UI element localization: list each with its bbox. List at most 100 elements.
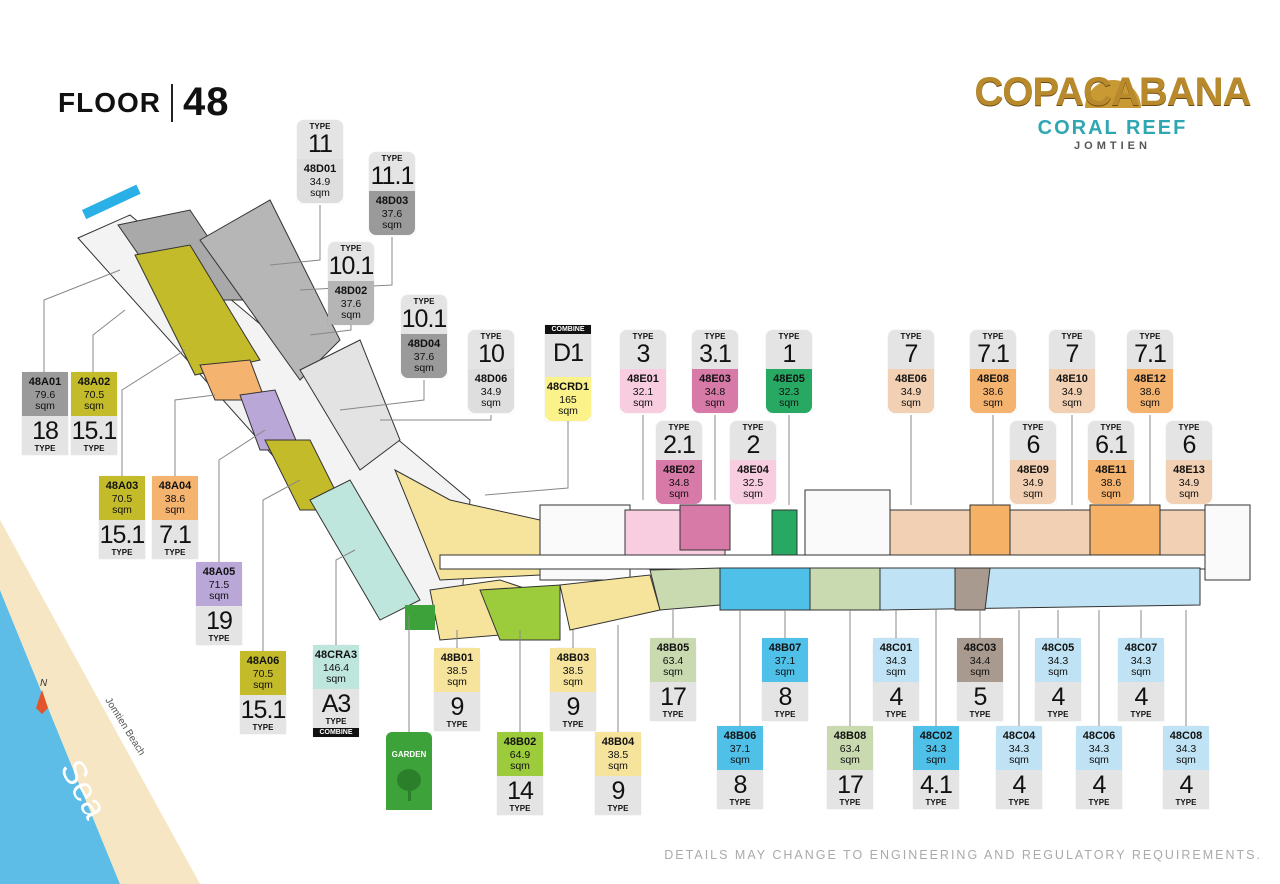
core-2 <box>804 489 891 556</box>
unit-code: 48E06 <box>895 373 927 385</box>
unit-size: 165 <box>559 394 577 406</box>
floor-label: FLOOR <box>58 86 161 118</box>
unit-code: 48D02 <box>334 285 368 297</box>
unit-code: 48E01 <box>627 373 659 385</box>
title-divider <box>171 83 173 122</box>
unit-type-number: 2.1 <box>663 431 696 459</box>
unit-size-unit: sqm <box>326 673 346 685</box>
unit-code: 48C05 <box>1041 642 1075 654</box>
unit-type-number: 19 <box>206 607 233 635</box>
unit-size: 34.3 <box>1175 743 1197 755</box>
unit-size: 38.6 <box>164 493 186 505</box>
unit-size: 37.1 <box>774 655 796 667</box>
unit-code: 48CRA3 <box>314 649 358 661</box>
unit-size-unit: sqm <box>669 488 689 500</box>
unit-code: 48E09 <box>1017 464 1049 476</box>
unit-size-unit: sqm <box>1023 488 1043 500</box>
unit-size-unit: sqm <box>705 397 725 409</box>
unit-type-label: TYPE <box>480 332 502 341</box>
unit-size-unit: sqm <box>414 362 434 374</box>
unit-size-unit: sqm <box>84 400 104 412</box>
unit-size: 32.5 <box>742 477 764 489</box>
unit-size-unit: sqm <box>840 754 860 766</box>
garden-card: GARDEN <box>386 732 432 810</box>
unit-size: 79.6 <box>34 389 56 401</box>
unit-size-unit: sqm <box>253 679 273 691</box>
unit-type-label: TYPE <box>1047 710 1069 719</box>
unit-type-label: TYPE <box>982 332 1004 341</box>
unit-type-number: 2 <box>746 431 761 459</box>
unit-code: 48E11 <box>1095 464 1127 476</box>
unit-type-label: TYPE <box>340 244 362 253</box>
unit-type-number: 17 <box>837 771 864 799</box>
pool <box>82 184 141 220</box>
unit-type-label: TYPE <box>607 804 629 813</box>
unit-type-label: TYPE <box>839 798 861 807</box>
unit-code: 48B04 <box>601 736 635 748</box>
corridor <box>439 554 1241 570</box>
leader-lines <box>43 205 1187 732</box>
unit-size-unit: sqm <box>112 504 132 516</box>
unit-type-label: TYPE <box>1088 798 1110 807</box>
unit-code: 48E03 <box>699 373 731 385</box>
unit-type-number: 7.1 <box>1134 340 1167 368</box>
unit-size-unit: sqm <box>926 754 946 766</box>
unit-size-unit: sqm <box>1179 488 1199 500</box>
unit-type-label: TYPE <box>1100 423 1122 432</box>
unit-size-unit: sqm <box>165 504 185 516</box>
unit-size-unit: sqm <box>608 760 628 772</box>
